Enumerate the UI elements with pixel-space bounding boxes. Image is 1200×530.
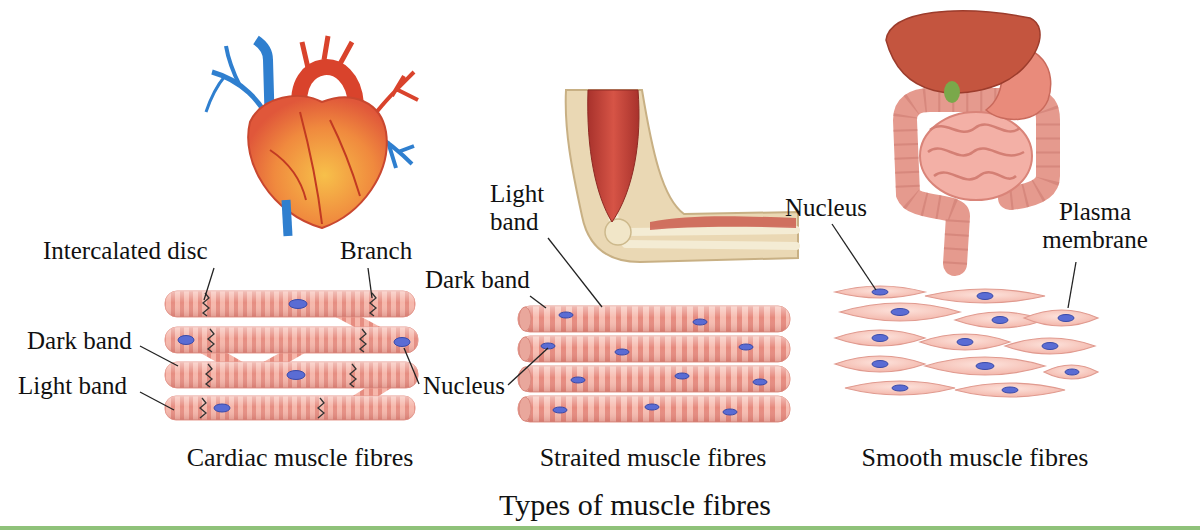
intestine-folds — [905, 100, 1048, 264]
striated-fibres — [518, 306, 790, 422]
part-label: Nucleus — [423, 372, 505, 400]
artery — [302, 36, 352, 68]
forearm-muscle — [650, 216, 796, 230]
forearm-bone — [626, 230, 796, 246]
nucleus-dot — [872, 289, 1079, 393]
coronary-vessel — [270, 112, 360, 224]
cardiac-fibre — [165, 362, 418, 388]
panel-caption: Straited muscle fibres — [540, 444, 767, 473]
biceps-muscle — [588, 90, 639, 222]
nucleus-dot — [178, 300, 410, 413]
vein — [206, 76, 225, 112]
part-label: Intercalated disc — [43, 237, 208, 265]
part-label: Branch — [340, 237, 412, 265]
cardiac-fibre — [165, 396, 415, 420]
elbow-joint — [605, 219, 631, 245]
intercalated-disc — [200, 293, 376, 418]
fibre-end — [519, 307, 531, 421]
striated-fibre — [518, 366, 790, 392]
figure-caption: Types of muscle fibres — [499, 488, 771, 521]
nucleus-dot — [541, 312, 767, 415]
part-label: Dark band — [425, 266, 530, 294]
smooth-fibres — [835, 286, 1098, 397]
part-label: Plasma membrane — [1020, 198, 1170, 253]
part-label: Light band — [18, 372, 127, 400]
panel-caption: Cardiac muscle fibres — [187, 444, 414, 473]
large-intestine — [905, 100, 1048, 264]
heart-body — [248, 96, 387, 228]
small-intestine — [920, 112, 1032, 200]
digestive-illustration — [886, 11, 1051, 264]
spindle-cell — [835, 286, 1098, 397]
part-label: Light band — [490, 180, 562, 235]
cardiac-fibre — [165, 291, 415, 317]
part-label: Dark band — [27, 327, 132, 355]
striated-fibre — [518, 306, 790, 332]
artery — [372, 72, 418, 118]
striated-fibre — [518, 396, 790, 422]
vein — [226, 46, 240, 86]
cardiac-fibres — [165, 291, 418, 420]
arm-illustration — [566, 90, 798, 262]
vena-cava — [286, 200, 288, 236]
cardiac-fibre — [165, 327, 418, 353]
panel-caption: Smooth muscle fibres — [862, 444, 1089, 473]
gallbladder — [944, 81, 960, 103]
intestine-coils — [928, 125, 1024, 180]
part-label: Nucleus — [785, 194, 867, 222]
arm-skin — [566, 90, 798, 262]
bottom-rule — [0, 526, 1200, 530]
striated-fibre — [518, 336, 790, 362]
leader-line — [140, 224, 1076, 410]
liver — [886, 11, 1040, 93]
heart-illustration — [206, 36, 418, 236]
